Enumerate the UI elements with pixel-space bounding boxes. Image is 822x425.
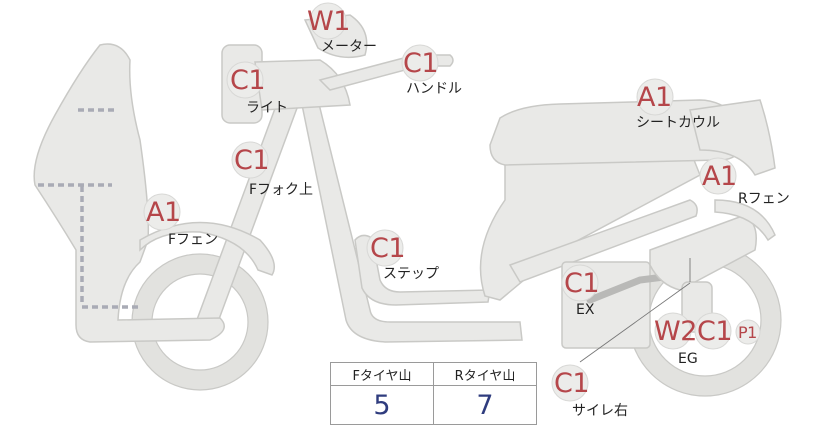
front-tread-label: Fタイヤ山 xyxy=(330,362,434,386)
callout-ex-code: C1 xyxy=(564,268,600,299)
bubble-ffork xyxy=(231,141,269,179)
callout-step-code: C1 xyxy=(370,233,406,264)
callout-rfender-code: A1 xyxy=(702,161,737,192)
bubble-step xyxy=(366,229,404,267)
callout-meter-name: メーター xyxy=(321,39,377,55)
callout-ex-name: EX xyxy=(576,302,595,318)
bubble-ex xyxy=(561,264,599,302)
rear-tread-value: 7 xyxy=(433,385,537,425)
bubble-meter xyxy=(309,2,347,40)
callout-ffork-code: C1 xyxy=(234,145,270,176)
bubble-seat-cowl xyxy=(636,78,674,116)
rear-cowl xyxy=(689,99,776,176)
callout-step-name: ステップ xyxy=(383,266,439,282)
front-fender xyxy=(139,221,275,276)
callout-meter-code: W1 xyxy=(307,6,350,37)
callout-handle-code: C1 xyxy=(403,48,439,79)
callout-handle-name: ハンドル xyxy=(406,81,462,97)
bubble-muffler xyxy=(551,364,589,402)
bubble-handle xyxy=(401,44,439,82)
callout-engine-code-w2: W2 xyxy=(654,316,697,347)
swing-frame xyxy=(508,199,698,283)
muffler-leader xyxy=(579,282,691,363)
callout-muffler-name: サイレ右 xyxy=(572,403,628,419)
callout-muffler-code: C1 xyxy=(554,368,590,399)
callout-ffender-name: Fフェン xyxy=(168,232,219,248)
callout-ffork-name: Fフォク上 xyxy=(249,182,314,198)
callout-engine-code-c1: C1 xyxy=(697,316,733,347)
callout-rfender-name: Rフェン xyxy=(738,191,790,207)
bubble-rfender xyxy=(699,157,737,195)
callout-engine-name: EG xyxy=(678,351,698,367)
bubble-ffender xyxy=(143,193,181,231)
rear-tread-label: Rタイヤ山 xyxy=(433,362,537,386)
frame-down-tube xyxy=(299,93,523,343)
leg-shield-panel-line xyxy=(38,108,140,309)
bubble-eg-c1 xyxy=(694,312,732,350)
callout-light-name: ライト xyxy=(246,100,288,116)
bubble-eg-p1 xyxy=(735,319,761,345)
callout-seat-cowl-code: A1 xyxy=(637,82,672,113)
callout-seat-cowl-name: シートカウル xyxy=(636,115,720,131)
front-tread-value: 5 xyxy=(330,385,434,425)
callout-engine-code-p1: P1 xyxy=(738,323,757,342)
bubble-eg-w2 xyxy=(654,312,692,350)
rear-fender xyxy=(714,199,776,242)
callout-ffender-code: A1 xyxy=(146,197,181,228)
leg-shield xyxy=(33,43,225,343)
bubble-light xyxy=(226,61,264,99)
tire-tread-table: Fタイヤ山 Rタイヤ山 5 7 xyxy=(330,362,537,425)
callout-light-code: C1 xyxy=(230,65,266,96)
